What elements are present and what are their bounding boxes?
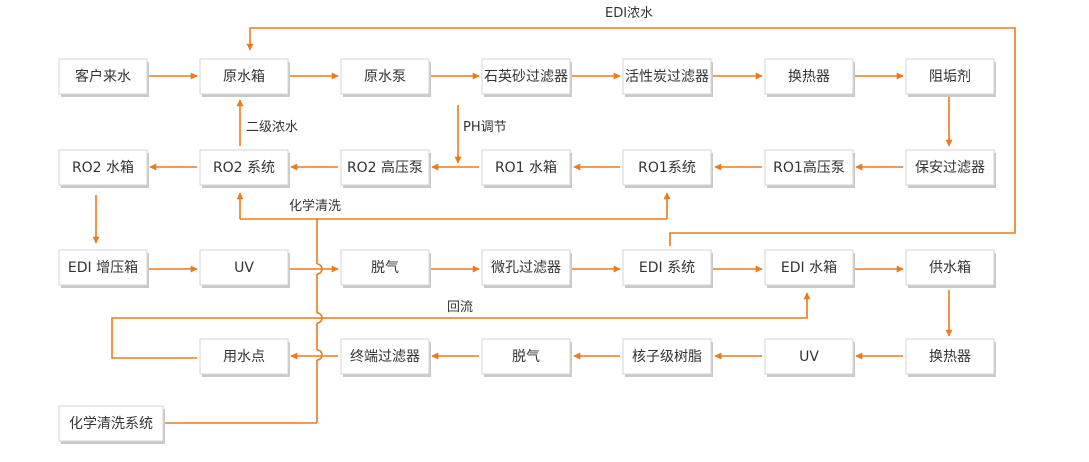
node-chem-clean-system: 化学清洗系统 (58, 405, 165, 444)
node-label: 换热器 (929, 348, 971, 365)
node-customer-water: 客户来水 (58, 58, 149, 97)
node-label: RO1 水箱 (495, 160, 557, 176)
node-label: 核子级树脂 (632, 349, 702, 365)
edge-labels: EDI浓水 二级浓水 PH调节 化学清洗 回流 (246, 6, 653, 315)
node-label: 供水箱 (929, 260, 971, 276)
node-label: RO1高压泵 (773, 159, 845, 176)
label-second-concentrate: 二级浓水 (246, 120, 298, 135)
node-label: 用水点 (223, 349, 265, 365)
node-carbon-filter: 活性炭过滤器 (622, 58, 713, 97)
node-label: 客户来水 (75, 68, 131, 85)
node-label: EDI 水箱 (781, 260, 837, 276)
label-chemical-cleaning: 化学清洗 (289, 198, 341, 214)
process-boxes: 客户来水 原水箱 原水泵 石英砂过滤器 活性炭过滤器 换热器 阻垢剂 (58, 58, 996, 444)
node-label: 活性炭过滤器 (625, 69, 709, 85)
trunk-hop-3 (316, 349, 323, 361)
node-edi-boost-tank: EDI 增压箱 (58, 249, 149, 288)
node-degas-1: 脱气 (340, 249, 431, 288)
node-label: 阻垢剂 (929, 69, 971, 85)
node-edi-system: EDI 系统 (622, 249, 713, 288)
node-label: 化学清洗系统 (69, 416, 153, 432)
node-use-point: 用水点 (199, 338, 290, 377)
label-edi-concentrate: EDI浓水 (605, 6, 653, 21)
node-security-filter: 保安过滤器 (905, 149, 996, 188)
node-label: 石英砂过滤器 (484, 68, 568, 85)
node-label: 原水泵 (364, 69, 406, 85)
node-label: RO2 系统 (213, 160, 275, 176)
node-raw-pump: 原水泵 (340, 58, 431, 97)
node-label: UV (234, 260, 254, 276)
label-reflux: 回流 (447, 300, 473, 315)
node-label: 终端过滤器 (350, 349, 420, 365)
node-ro1-tank: RO1 水箱 (481, 149, 572, 188)
node-quartz-filter: 石英砂过滤器 (481, 58, 572, 97)
node-supply-tank: 供水箱 (905, 249, 996, 288)
node-label: 换热器 (788, 68, 830, 85)
arrow-reflux (111, 292, 811, 359)
node-label: UV (799, 349, 819, 365)
node-ro2-system: RO2 系统 (199, 149, 290, 188)
node-uv-1: UV (199, 249, 290, 288)
arrow-edi-concentrate (246, 27, 1016, 246)
node-terminal-filter: 终端过滤器 (340, 338, 431, 377)
node-ro2-tank: RO2 水箱 (58, 149, 149, 188)
node-uv-2: UV (764, 338, 855, 377)
node-label: 原水箱 (223, 69, 265, 85)
node-label: 微孔过滤器 (491, 260, 561, 276)
node-nuclear-resin: 核子级树脂 (622, 338, 713, 377)
node-heat-exchanger-1: 换热器 (764, 58, 855, 97)
connectors (92, 27, 1016, 424)
node-label: RO2 高压泵 (347, 159, 423, 176)
node-label: EDI 增压箱 (68, 260, 138, 276)
node-ro1-hp-pump: RO1高压泵 (764, 149, 855, 188)
node-ro1-system: RO1系统 (622, 149, 713, 188)
node-raw-tank: 原水箱 (199, 58, 290, 97)
node-label: RO2 水箱 (72, 160, 134, 176)
node-ro2-hp-pump: RO2 高压泵 (340, 149, 431, 188)
node-heat-exchanger-2: 换热器 (905, 338, 996, 377)
label-ph-adjust: PH调节 (463, 120, 507, 135)
node-micropore-filter: 微孔过滤器 (481, 249, 572, 288)
node-edi-tank: EDI 水箱 (764, 249, 855, 288)
node-label: RO1系统 (638, 160, 696, 176)
node-label: EDI 系统 (639, 260, 695, 276)
node-label: 脱气 (371, 260, 399, 276)
node-label: 脱气 (512, 349, 540, 365)
node-label: 保安过滤器 (915, 160, 985, 176)
node-antiscalant: 阻垢剂 (905, 58, 996, 97)
node-degas-2: 脱气 (481, 338, 572, 377)
